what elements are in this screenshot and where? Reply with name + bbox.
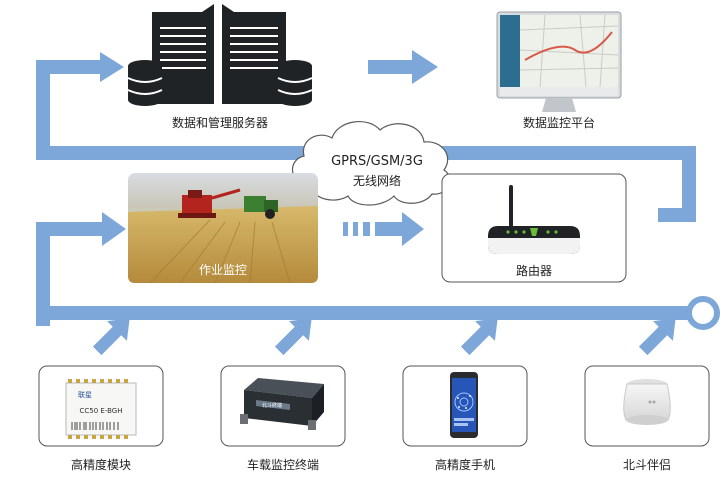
arrow-to-platform — [412, 50, 438, 84]
router-label: 路由器 — [515, 264, 552, 278]
device-label-terminal: 车载监控终端 — [246, 458, 319, 472]
dash-2 — [353, 222, 358, 236]
pipe-right-vertical — [682, 146, 696, 222]
device-label-module: 高精度模块 — [70, 458, 131, 472]
device-uplink-arrows — [92, 318, 676, 356]
dash-1 — [343, 222, 348, 236]
database-right-icon — [277, 60, 313, 106]
cloud-icon — [291, 121, 451, 206]
pipe-bottom-main-horizontal — [36, 306, 706, 320]
monitor-map-icon — [496, 11, 622, 112]
network-label-protocols: GPRS/GSM/3G — [331, 154, 423, 169]
arrow-to-router — [402, 212, 424, 246]
dash-3 — [363, 222, 370, 236]
pipe-server-to-platform — [368, 60, 416, 74]
arrow-to-field — [102, 212, 126, 246]
module-brand-text: 联星 — [78, 390, 92, 399]
pipe-top-left-horizontal — [36, 60, 106, 74]
platform-label: 数据监控平台 — [522, 116, 595, 130]
database-left-icon — [127, 60, 163, 106]
beidou-companion-icon — [623, 379, 671, 425]
gnss-module-icon: 联星 CC50 E-BGH — [65, 379, 137, 439]
server-label: 数据和管理服务器 — [171, 116, 268, 130]
device-label-phone: 高精度手机 — [434, 458, 495, 472]
pipe-right-stub — [658, 208, 696, 222]
terminal-screen-text: 北斗终端 — [262, 402, 282, 409]
smartphone-icon — [450, 372, 478, 438]
wifi-router-icon — [488, 185, 580, 254]
pipe-top-left-vertical — [36, 60, 50, 160]
device-label-companion: 北斗伴侣 — [622, 458, 671, 472]
dash-bar — [375, 222, 405, 236]
field-label: 作业监控 — [199, 263, 247, 277]
pipe-bottom-left-vertical — [36, 222, 50, 326]
network-label-wireless: 无线网络 — [352, 174, 401, 188]
bus-end-node — [686, 296, 720, 330]
server-rack-icon — [127, 4, 313, 106]
module-model-text: CC50 E-BGH — [80, 407, 123, 415]
pipe-bottom-left-horizontal — [36, 222, 106, 236]
vehicle-terminal-icon: 北斗终端 — [240, 378, 324, 430]
harvester-field-photo: 作业监控 — [128, 173, 318, 284]
arrow-to-server — [100, 52, 124, 82]
